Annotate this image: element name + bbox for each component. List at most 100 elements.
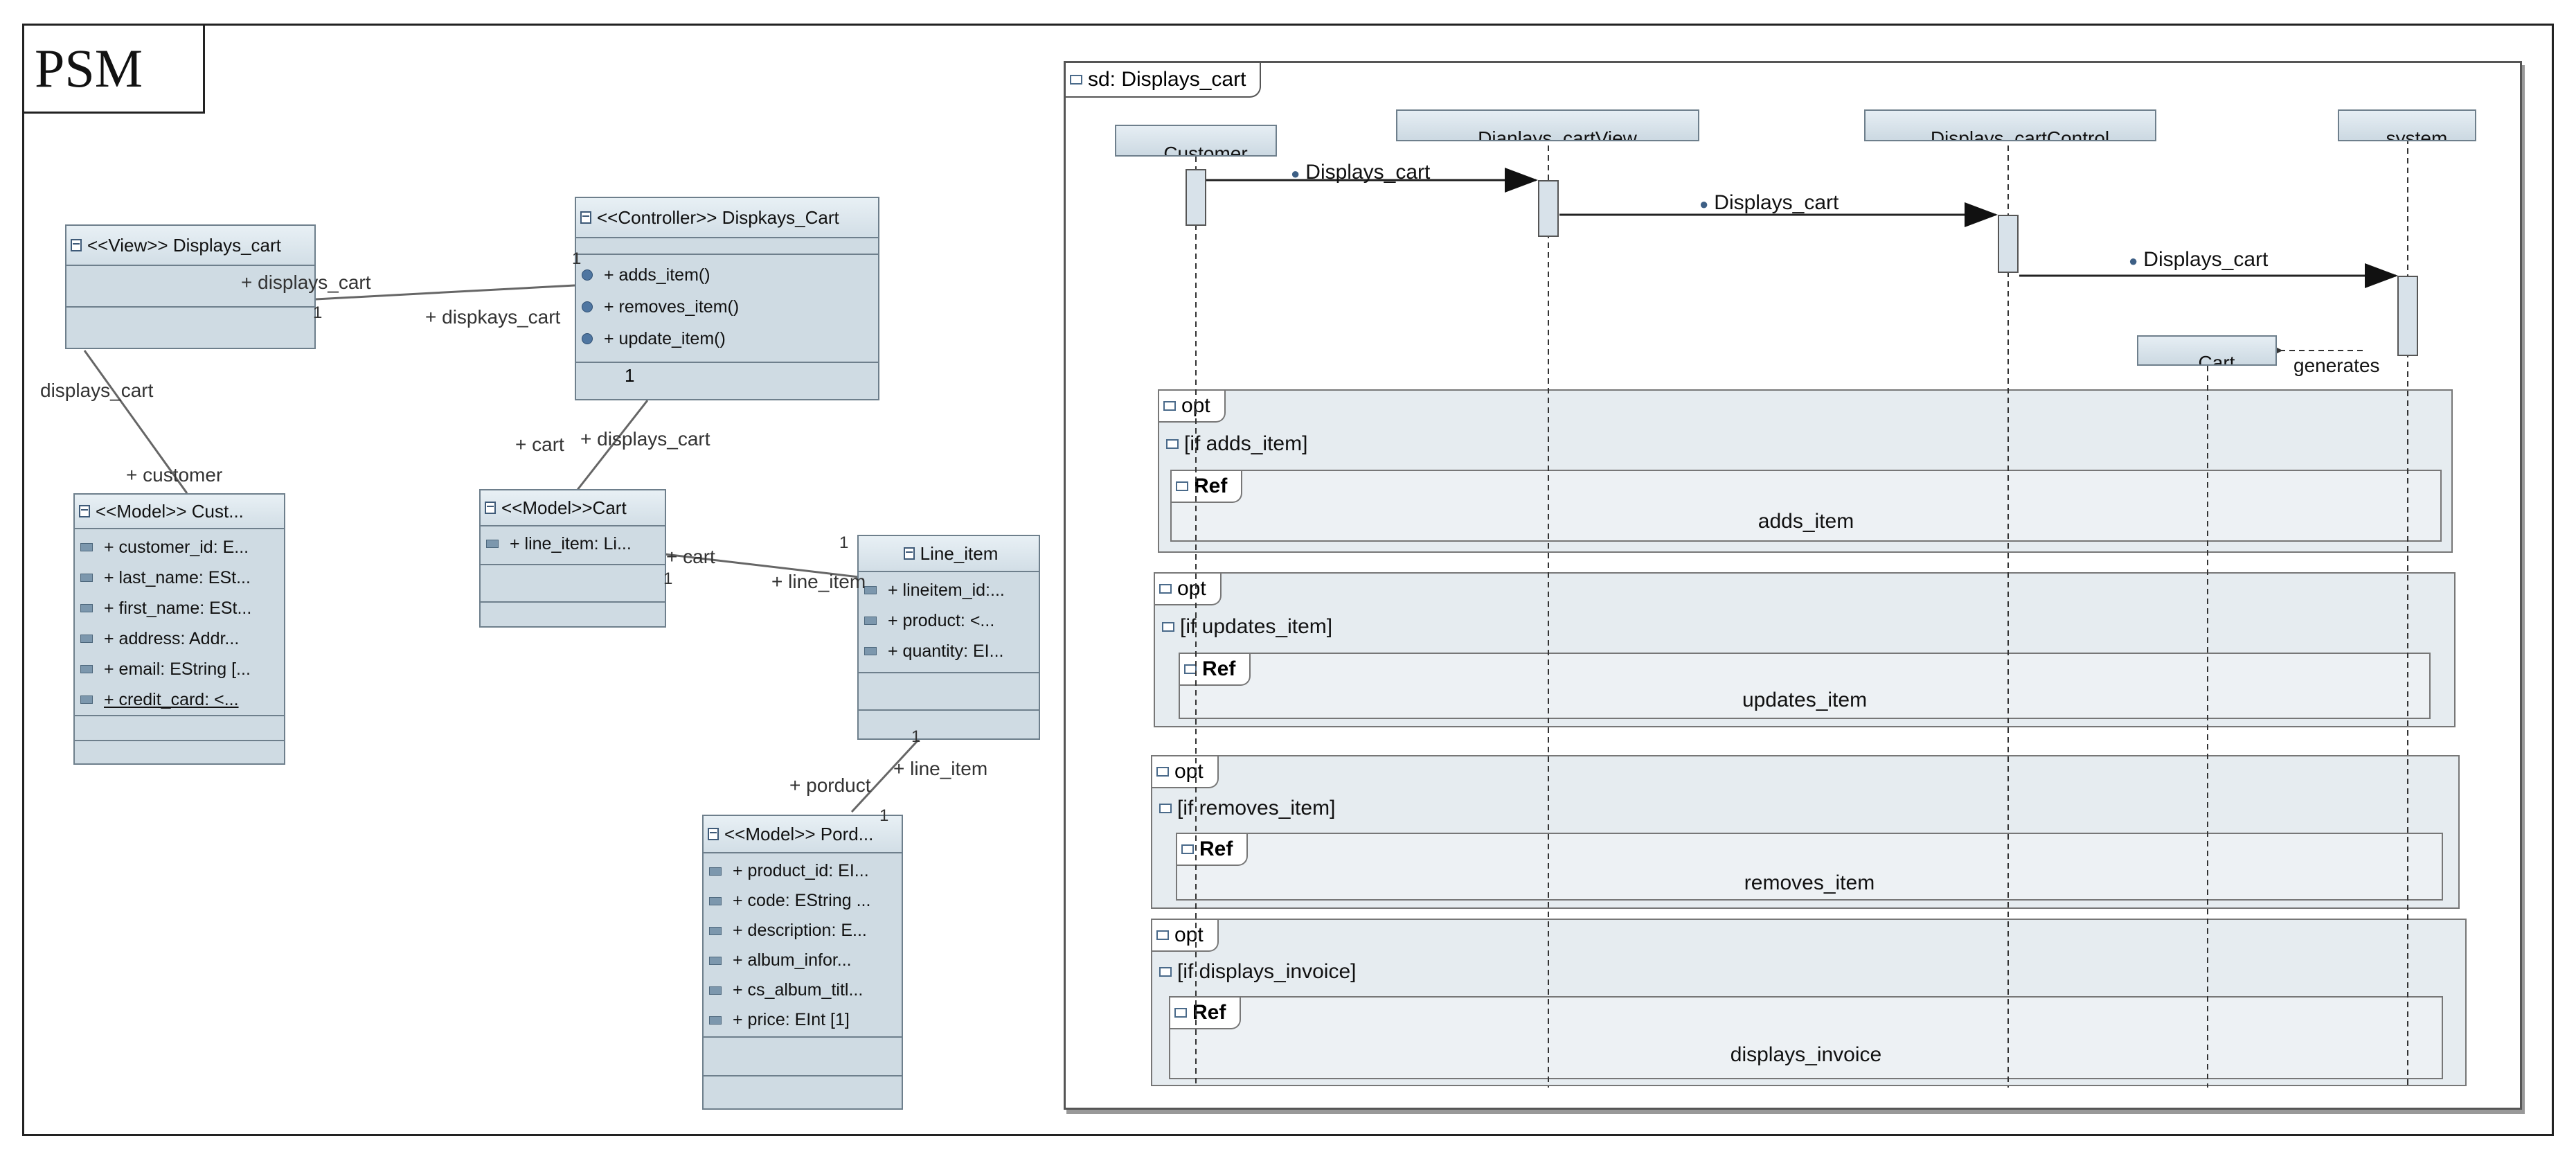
cart-object-head[interactable]: Cart — [2137, 335, 2277, 366]
fragment-guard: [if updates_item] — [1162, 615, 1332, 639]
attribute-row[interactable]: + line_item: Li... — [481, 526, 665, 561]
fragment-operator: opt — [1177, 577, 1206, 600]
view-customer-line — [83, 350, 188, 494]
assoc-label-view-displays-cart: + displays_cart — [241, 272, 371, 293]
attribute-row[interactable]: + address: Addr... — [75, 623, 284, 654]
attribute-row[interactable]: + album_infor... — [704, 946, 902, 975]
class-icon — [708, 828, 719, 840]
multiplicity-label: 1 — [572, 249, 582, 268]
lifeline-head-view[interactable]: Dianlays_cartView — [1396, 109, 1699, 141]
customer-class-attributes: + customer_id: E... + last_name: ESt... … — [75, 529, 284, 716]
attribute-icon — [486, 540, 499, 548]
attribute-row[interactable]: + description: E... — [704, 916, 902, 946]
fragment-guard: [if displays_invoice] — [1159, 960, 1356, 984]
lifeline-head-system[interactable]: system — [2338, 109, 2476, 141]
attribute-row[interactable]: + last_name: ESt... — [75, 562, 284, 593]
opt-fragment-updates-item[interactable]: opt [if updates_item] Ref updates_item — [1154, 572, 2456, 727]
fragment-icon — [1163, 401, 1176, 411]
ref-adds-item[interactable]: Ref adds_item — [1170, 470, 2442, 542]
diagram-icon — [1070, 75, 1082, 85]
attribute-row[interactable]: + email: EString [... — [75, 654, 284, 684]
attribute-row[interactable]: + quantity: EI... — [859, 636, 1039, 666]
view-controller-line — [315, 284, 575, 301]
cart-class-box[interactable]: <<Model>>Cart + line_item: Li... — [479, 489, 666, 628]
ref-displays-invoice[interactable]: Ref displays_invoice — [1169, 996, 2443, 1079]
product-class-box[interactable]: <<Model>> Pord... + product_id: EI... + … — [702, 815, 903, 1110]
attribute-row[interactable]: + customer_id: E... — [75, 532, 284, 562]
activation-control — [1998, 215, 2019, 273]
return-message-label: generates — [2293, 355, 2380, 376]
ref-updates-item[interactable]: Ref updates_item — [1179, 653, 2431, 719]
guard-icon — [1159, 804, 1172, 813]
attribute-row[interactable]: + cs_album_titl... — [704, 975, 902, 1005]
attribute-icon — [80, 635, 93, 643]
opt-fragment-displays-invoice[interactable]: opt [if displays_invoice] Ref displays_i… — [1151, 919, 2467, 1086]
opt-fragment-removes-item[interactable]: opt [if removes_item] Ref removes_item — [1151, 755, 2460, 909]
activation-system — [2397, 276, 2418, 356]
assoc-label-porduct: + porduct — [789, 774, 871, 796]
fragment-operator: opt — [1174, 760, 1204, 783]
message-label-1[interactable]: ●Displays_cart — [1291, 161, 1431, 184]
guard-icon — [1162, 622, 1174, 632]
cart-class-operations — [481, 565, 665, 603]
opt-fragment-adds-item[interactable]: opt [if adds_item] Ref adds_item — [1158, 389, 2453, 553]
message-label-3[interactable]: ●Displays_cart — [2129, 248, 2269, 271]
attribute-icon — [709, 956, 722, 965]
operation-row[interactable]: + removes_item() — [576, 291, 878, 323]
activation-view — [1538, 180, 1559, 237]
message-icon: ● — [1699, 195, 1709, 213]
controller-class-operations: + adds_item() + removes_item() + update_… — [576, 255, 878, 363]
attribute-icon — [864, 647, 877, 655]
ref-removes-item[interactable]: Ref removes_item — [1176, 833, 2443, 901]
activation-customer — [1186, 169, 1206, 226]
operation-row[interactable]: + adds_item() — [576, 259, 878, 291]
attribute-row[interactable]: + product: <... — [859, 605, 1039, 636]
assoc-label-line-item: + line_item — [771, 571, 866, 592]
attribute-row[interactable]: + code: EString ... — [704, 886, 902, 916]
ref-icon — [1176, 481, 1188, 491]
cart-class-attributes: + line_item: Li... — [481, 526, 665, 565]
ref-icon — [1184, 664, 1197, 674]
attribute-icon — [709, 926, 722, 935]
fragment-guard: [if removes_item] — [1159, 797, 1335, 820]
lifeline-head-control[interactable]: Displays_cartControl — [1864, 109, 2156, 141]
attribute-icon — [709, 896, 722, 905]
line-item-class-box[interactable]: Line_item + lineitem_id:... + product: <… — [857, 535, 1040, 740]
attribute-icon — [80, 574, 93, 582]
view-class-box[interactable]: <<View>> Displays_cart — [65, 224, 316, 349]
attribute-icon — [80, 604, 93, 612]
controller-class-box[interactable]: <<Controller>> Dispkays_Cart + adds_item… — [575, 197, 879, 400]
attribute-icon — [80, 543, 93, 551]
message-icon: ● — [1291, 165, 1300, 182]
message-label-2[interactable]: ●Displays_cart — [1699, 191, 1839, 214]
operation-row[interactable]: + update_item() — [576, 323, 878, 355]
view-class-attributes — [66, 266, 314, 308]
attribute-row[interactable]: + first_name: ESt... — [75, 593, 284, 623]
lifeline-head-customer[interactable]: Customer — [1115, 125, 1277, 157]
multiplicity-label: 1 — [911, 727, 921, 746]
cart-class-header: <<Model>>Cart — [501, 497, 627, 518]
controller-class-attributes — [576, 238, 878, 255]
attribute-icon — [864, 586, 877, 594]
customer-class-box[interactable]: <<Model>> Cust... + customer_id: E... + … — [73, 493, 285, 765]
fragment-icon — [1159, 584, 1172, 594]
operation-icon — [582, 269, 593, 281]
ref-icon — [1174, 1008, 1187, 1018]
assoc-label-view-dispkays-cart: + dispkays_cart — [425, 306, 561, 328]
attribute-row[interactable]: + product_id: EI... — [704, 856, 902, 886]
line-item-product-line — [850, 736, 922, 813]
line-item-class-operations — [859, 673, 1039, 711]
attribute-icon — [709, 867, 722, 876]
customer-class-operations — [75, 716, 284, 741]
attribute-row[interactable]: + lineitem_id:... — [859, 575, 1039, 605]
attribute-row[interactable]: + price: EInt [1] — [704, 1005, 902, 1035]
guard-icon — [1166, 439, 1179, 449]
attribute-icon — [80, 695, 93, 704]
operation-icon — [582, 301, 593, 312]
ref-text: displays_invoice — [1730, 1043, 1882, 1066]
attribute-icon — [864, 617, 877, 625]
attribute-icon — [709, 1016, 722, 1025]
attribute-row[interactable]: + credit_card: <... — [75, 684, 284, 715]
